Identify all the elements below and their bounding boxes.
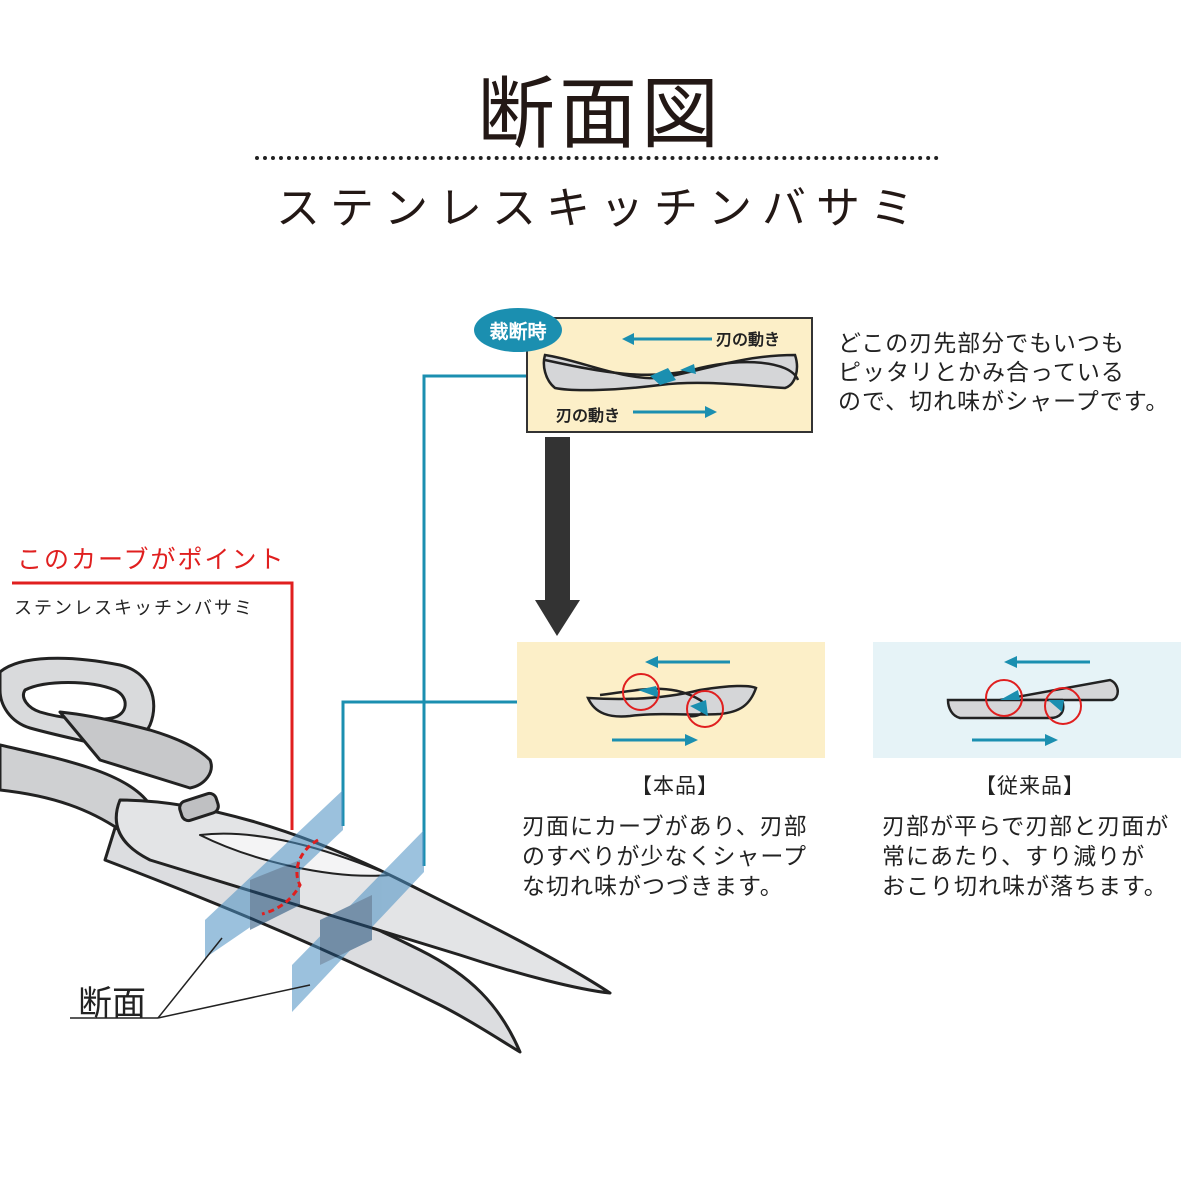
cut-diagram-box <box>526 317 813 433</box>
cut-description-line: ので、切れ味がシャープです。 <box>838 389 1170 415</box>
point-callout-line <box>12 581 294 830</box>
title-divider <box>255 156 939 160</box>
section-label: 断面 <box>78 984 146 1024</box>
product-description-line: のすべりが少なくシャープ <box>522 844 808 870</box>
product-description-line: 刃面にカーブがあり、刃部 <box>522 814 808 840</box>
point-curve-mark <box>261 838 319 916</box>
product-diagram <box>517 642 825 758</box>
cut-description-line: どこの刃先部分でもいつも <box>838 331 1125 357</box>
page-subtitle: ステンレスキッチンバサミ <box>276 183 924 234</box>
conventional-description-line: おこり切れ味が落ちます。 <box>882 874 1168 900</box>
motion-label-bottom: 刃の動き <box>556 406 621 425</box>
conventional-description: 刃部が平らで刃部と刃面が 常にあたり、すり減りが おこり切れ味が落ちます。 <box>882 812 1192 902</box>
product-description: 刃面にカーブがあり、刃部 のすべりが少なくシャープ な切れ味がつづきます。 <box>522 812 842 902</box>
product-description-line: な切れ味がつづきます。 <box>522 874 784 900</box>
conventional-label: 【従来品】 <box>975 774 1085 798</box>
connector-lines <box>341 374 528 866</box>
cut-description: どこの刃先部分でもいつも ピッタリとかみ合っている ので、切れ味がシャープです。 <box>838 330 1178 417</box>
cut-description-line: ピッタリとかみ合っている <box>838 360 1125 386</box>
point-label: このカーブがポイント <box>17 545 286 574</box>
cut-badge-label: 裁断時 <box>489 321 547 343</box>
motion-label-top: 刃の動き <box>716 330 781 349</box>
cut-badge <box>474 308 562 352</box>
conventional-diagram <box>873 642 1181 758</box>
conventional-description-line: 常にあたり、すり減りが <box>882 844 1146 870</box>
section-pointer-lines <box>70 937 311 1019</box>
page-title: 断面図 <box>476 70 723 160</box>
down-arrow-icon <box>535 437 580 636</box>
conventional-description-line: 刃部が平らで刃部と刃面が <box>882 814 1170 840</box>
product-label: 【本品】 <box>631 774 719 798</box>
scissors-name: ステンレスキッチンバサミ <box>14 598 254 619</box>
